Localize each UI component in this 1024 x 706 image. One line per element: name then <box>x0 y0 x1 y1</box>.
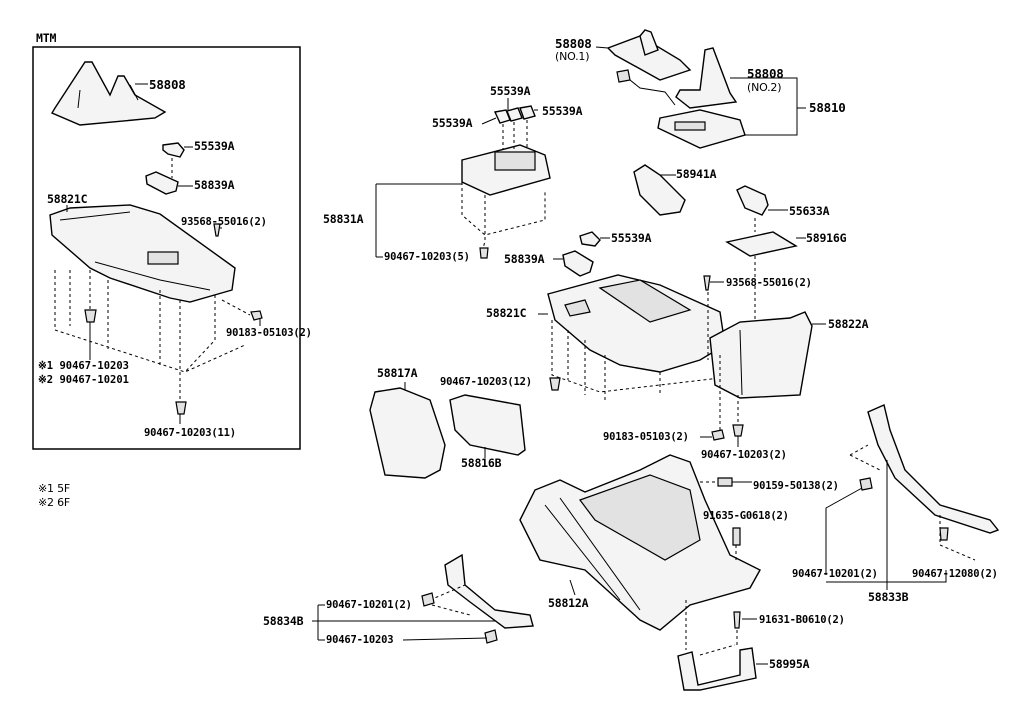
shifter-connector-icon <box>616 69 631 83</box>
console-rear-box <box>709 311 813 399</box>
clip-right-b-icon <box>939 527 949 541</box>
bracket <box>677 647 757 691</box>
footnote-1: ※1 5F <box>38 483 70 494</box>
label-boot-no2-sub: (NO.2) <box>747 81 782 94</box>
inset-screw-icon <box>213 223 221 237</box>
inset-note2-row: ※2 90467-10201 <box>38 375 129 386</box>
bottom-screw-icon <box>733 611 741 629</box>
label-clip-small-mid: 90183-05103(2) <box>603 431 689 443</box>
label-knob-cover: 58941A <box>676 167 717 181</box>
label-cap-top: 55539A <box>490 84 531 98</box>
bolt-icon <box>717 477 733 487</box>
label-tray-mid: 58839A <box>504 252 545 266</box>
nut-icon <box>732 527 741 546</box>
label-nut: 91635-G0618(2) <box>703 510 789 522</box>
clip-small-mid-icon <box>711 429 725 441</box>
label-inset-note2-part: 90467-10201 <box>59 374 129 386</box>
pocket <box>449 394 526 456</box>
hinge-icon <box>736 185 769 216</box>
label-inset-note1-part: 90467-10203 <box>59 360 129 372</box>
clip-right-a-icon <box>859 477 873 491</box>
label-inset-panel: 58821C <box>47 192 88 206</box>
label-cap-right: 55539A <box>542 104 583 118</box>
label-inset-clip-small: 90183-05103(2) <box>226 327 312 339</box>
clip-12-icon <box>549 377 561 391</box>
label-cap-left: 55539A <box>432 116 473 130</box>
mid-cap <box>579 231 601 247</box>
label-screw-bottom: 91631-B0610(2) <box>759 614 845 626</box>
footnote-1-mark: ※1 <box>38 482 54 495</box>
label-pocket: 58816B <box>461 456 502 470</box>
inset-shift-boot <box>50 61 167 126</box>
switch-clip-icon <box>479 247 489 259</box>
console-panel <box>547 274 726 373</box>
label-clip-right-b: 90467-12080(2) <box>912 568 998 580</box>
switch-caps <box>493 105 536 124</box>
note2-mark: ※2 <box>38 374 54 386</box>
shift-boot-no2 <box>675 47 738 109</box>
label-inset-screw: 93568-55016(2) <box>181 216 267 228</box>
label-side-panel-right: 58833B <box>868 590 909 604</box>
mid-tray <box>562 250 594 277</box>
label-side-pad: 58817A <box>377 366 418 380</box>
label-hinge: 55633A <box>789 204 830 218</box>
label-box-rear: 58822A <box>828 317 869 331</box>
note1-mark: ※1 <box>38 360 54 372</box>
label-inset-boot: 58808 <box>149 77 186 92</box>
label-screw-mid: 93568-55016(2) <box>726 277 812 289</box>
label-side-panel-left: 58834B <box>263 614 304 628</box>
knob-cover <box>633 164 686 216</box>
left-side-panel <box>444 553 534 629</box>
label-panel-mid: 58821C <box>486 306 527 320</box>
right-side-panel <box>867 404 1000 534</box>
label-boot-no1: 58808 <box>555 36 592 51</box>
label-switch-panel: 58831A <box>323 212 364 226</box>
label-boot-no1-sub: (NO.1) <box>555 50 590 63</box>
inset-console-panel <box>49 204 236 303</box>
label-clip-12: 90467-10203(12) <box>440 376 532 388</box>
footnote-2-mark: ※2 <box>38 496 54 509</box>
clip-left-b-icon <box>484 629 498 644</box>
label-inset-cap: 55539A <box>194 139 235 153</box>
shifter-bezel <box>657 109 746 149</box>
footnote-1-text: 5F <box>57 482 71 495</box>
label-console-body: 58812A <box>548 596 589 610</box>
inset-tray <box>145 171 179 195</box>
clip-left-a-icon <box>421 592 435 607</box>
mtm-inset-frame <box>32 46 301 450</box>
label-shifter-assy: 58810 <box>809 100 846 115</box>
label-clip-rear: 90467-10203(2) <box>701 449 787 461</box>
footnote-2: ※2 6F <box>38 497 70 508</box>
label-clip-left-a: 90467-10201(2) <box>326 599 412 611</box>
label-bracket: 58995A <box>769 657 810 671</box>
storage-mat <box>725 231 798 257</box>
inset-note1-row: ※1 90467-10203 <box>38 361 129 372</box>
inset-cap <box>162 142 185 158</box>
mid-screw-icon <box>703 275 711 291</box>
console-body <box>519 454 761 631</box>
label-bolt: 90159-50138(2) <box>753 480 839 492</box>
label-switch-clip: 90467-10203(5) <box>384 251 470 263</box>
shift-boot-no1 <box>606 29 692 81</box>
label-clip-left-b: 90467-10203 <box>326 634 394 646</box>
inset-push-clip-icon <box>84 309 97 323</box>
label-inset-tray: 58839A <box>194 178 235 192</box>
label-cap-mid: 55539A <box>611 231 652 245</box>
inset-title: MTM <box>36 31 57 45</box>
label-clip-right-a: 90467-10201(2) <box>792 568 878 580</box>
switch-panel <box>461 144 551 196</box>
label-inset-clip-bottom: 90467-10203(11) <box>144 427 236 439</box>
label-mat: 58916G <box>806 231 847 245</box>
inset-bottom-clip-icon <box>175 401 187 415</box>
side-pad <box>369 387 446 479</box>
label-boot-no2: 58808 <box>747 66 784 81</box>
clip-rear-icon <box>732 424 744 437</box>
footnote-2-text: 6F <box>57 496 71 509</box>
inset-clip-small-icon <box>250 310 263 321</box>
